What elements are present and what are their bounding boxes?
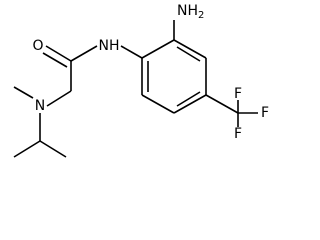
dimethylamino-n-label: N (35, 98, 45, 114)
amide-nh-label: NH (99, 38, 120, 54)
bond-amine-n-methyl (13, 86, 34, 99)
ring-bond-c5-c6 (141, 94, 175, 114)
ring-inner-bond-c4-c5 (176, 91, 201, 107)
fluorine-right-label: F (261, 105, 269, 121)
bond-isopropyl-methyl-left (13, 140, 41, 158)
ring-bond-c4-c5 (173, 94, 207, 114)
bond-carbonyl-oxygen-1 (45, 45, 72, 62)
ring-bond-c2-c3 (173, 39, 207, 59)
fluorine-bottom-label: F (234, 126, 242, 142)
bond-ch2-amine-n (46, 90, 72, 107)
bond-isopropyl-methyl-right (39, 140, 67, 158)
ring-bond-c1-c2 (141, 39, 175, 59)
fluorine-top-label: F (234, 86, 242, 102)
chemical-structure: O NH NH2 N F F F (13, 3, 269, 158)
atom-labels: O NH NH2 N F F F (32, 3, 269, 142)
oxygen-label: O (32, 38, 43, 54)
bond-carbonyl-amide-n (70, 45, 98, 62)
bond-amide-n-ring (120, 45, 143, 59)
amine-nh2-label: NH2 (177, 3, 204, 21)
bond-carbonyl-oxygen-2 (42, 52, 68, 68)
bonds (13, 20, 258, 158)
bond-ring-cf3 (205, 94, 239, 114)
ring-inner-bond-c2-c3 (176, 46, 201, 62)
